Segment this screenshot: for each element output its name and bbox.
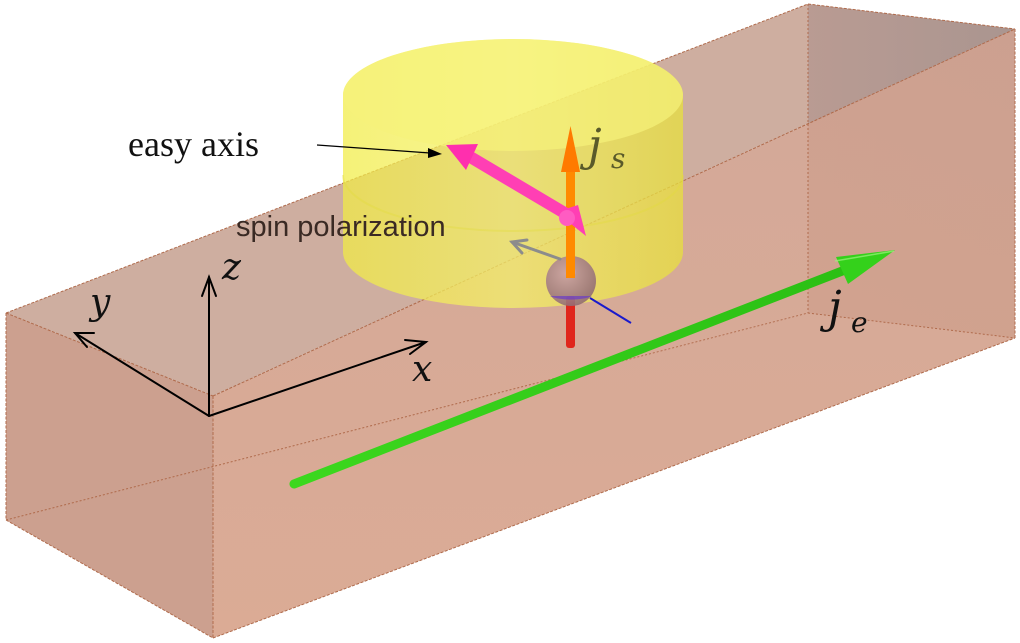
spin-polarization-label: spin polarization [236,211,446,243]
magnetic-cylinder [342,39,684,308]
z-axis-label: z [221,247,242,288]
y-axis-line [74,332,210,417]
x-axis-line [208,341,427,417]
cylinder-mid-rim [342,174,684,232]
coordinate-axes [72,274,429,417]
easy-axis-pointer [316,144,442,158]
slab-long-face [213,29,1015,638]
charge-current-subscript: e [851,306,868,339]
x-axis-label: x [412,349,432,390]
cylinder-top-cap [343,39,683,151]
x-direction-stub [589,297,632,324]
easy-axis-label: easy axis [128,124,259,164]
easy-axis-arrow [446,144,586,236]
y-axis-label: y [88,282,111,323]
slab-hidden-edges [5,4,1016,521]
slab-front-face [6,313,213,638]
z-direction-stub [566,296,575,348]
slab-visible-edges [5,3,1016,639]
charge-current-arrow [289,250,895,489]
spin-polarization-arrow [508,238,562,261]
spin-current-subscript: s [611,142,625,175]
